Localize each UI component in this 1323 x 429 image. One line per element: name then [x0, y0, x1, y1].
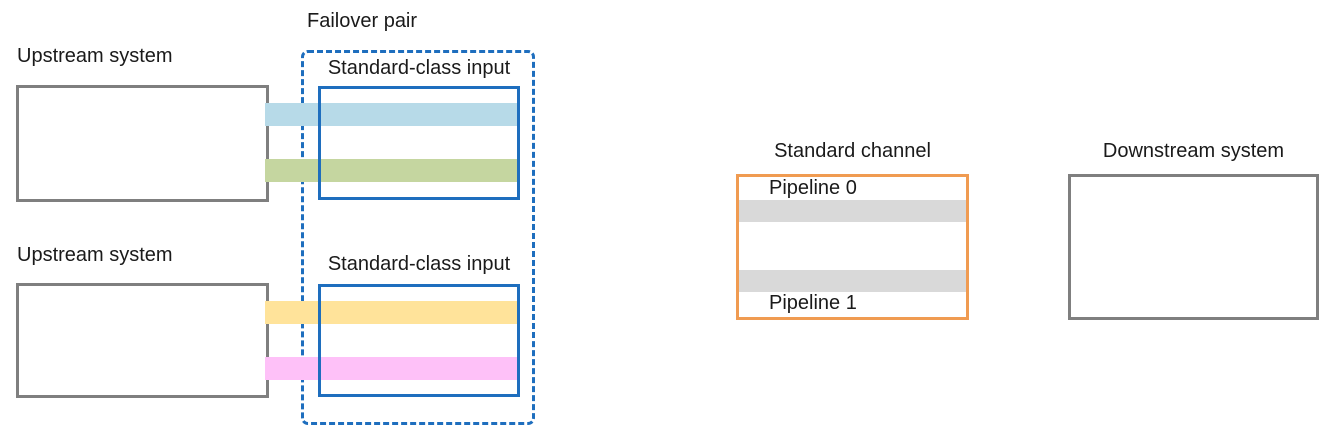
stream-band-pink — [265, 357, 518, 380]
downstream-system-box — [1068, 174, 1319, 320]
upstream-system-2-box — [16, 283, 269, 398]
standard-channel-label: Standard channel — [774, 140, 931, 162]
upstream-system-1-box — [16, 85, 269, 202]
standard-class-input-1-label: Standard-class input — [327, 57, 511, 79]
upstream-system-1-label: Upstream system — [17, 45, 173, 67]
pipeline-0-band — [739, 200, 966, 222]
stream-band-olive-green — [265, 159, 518, 182]
standard-class-input-2-label: Standard-class input — [327, 253, 511, 275]
pipeline-1-band — [739, 270, 966, 292]
pipeline-0-label: Pipeline 0 — [769, 177, 857, 199]
stream-band-yellow — [265, 301, 518, 324]
stream-band-light-blue — [265, 103, 518, 126]
failover-pair-label: Failover pair — [307, 10, 418, 32]
failover-pair-group-box — [301, 50, 535, 425]
downstream-system-label: Downstream system — [1102, 140, 1285, 162]
standard-class-input-2-box — [318, 284, 520, 397]
pipeline-1-label: Pipeline 1 — [769, 292, 857, 314]
upstream-system-2-label: Upstream system — [17, 244, 173, 266]
standard-channel-box: Pipeline 0 Pipeline 1 — [736, 174, 969, 320]
standard-class-input-1-box — [318, 86, 520, 200]
